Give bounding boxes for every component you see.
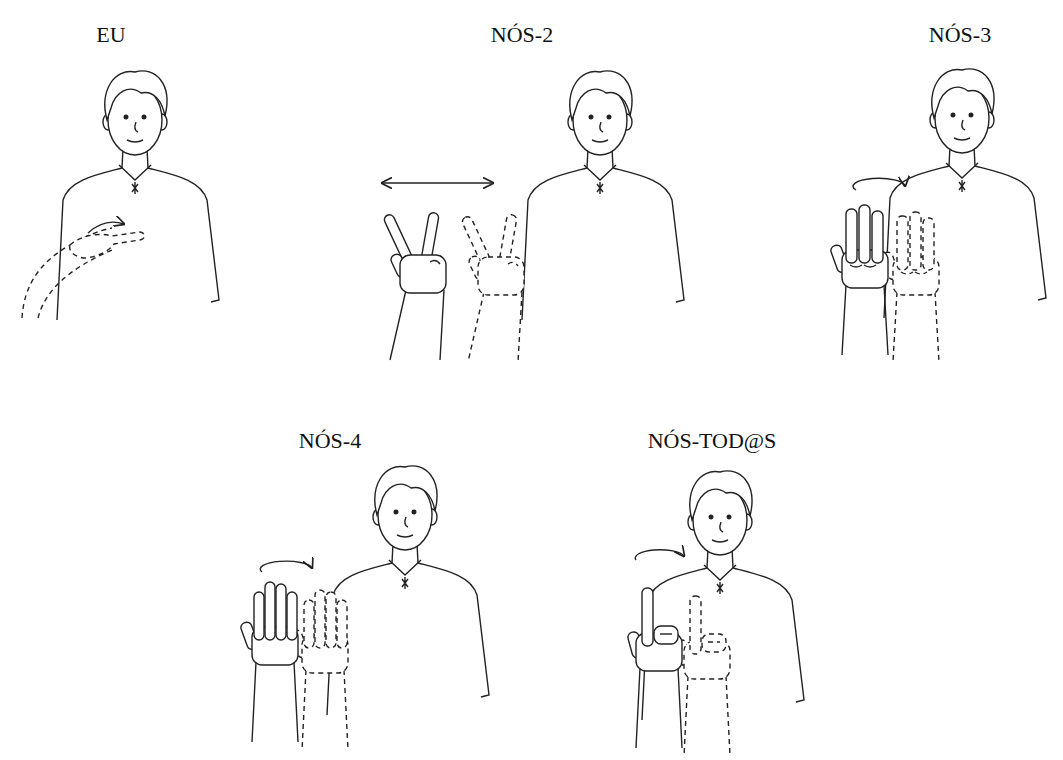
three-hand (830, 205, 888, 355)
sign-label: NÓS-4 (299, 428, 361, 454)
circular-arrow (260, 561, 312, 572)
ghost-hand (675, 596, 730, 756)
ghost-hand (881, 212, 939, 362)
four-hand (240, 582, 298, 742)
v-hand (383, 212, 446, 360)
motion-arrow (382, 182, 493, 183)
signer-nos-2 (382, 71, 684, 362)
index-hand (627, 588, 682, 748)
sign-label: EU (96, 22, 125, 48)
ghost-hand (461, 214, 524, 362)
ghost-hand (290, 590, 348, 750)
sign-label: NÓS-3 (929, 22, 991, 48)
signer-nos-4 (240, 466, 489, 750)
pointing-hand (70, 232, 145, 258)
sign-label: NÓS-TOD@S (648, 428, 777, 454)
circular-arrow (635, 550, 684, 560)
sign-label: NÓS-2 (491, 22, 553, 48)
circular-arrow (853, 178, 905, 190)
motion-arrow (88, 222, 124, 233)
signer-eu (22, 71, 219, 320)
signer-nos-todos (627, 471, 804, 756)
signer-nos-3 (830, 69, 1046, 362)
